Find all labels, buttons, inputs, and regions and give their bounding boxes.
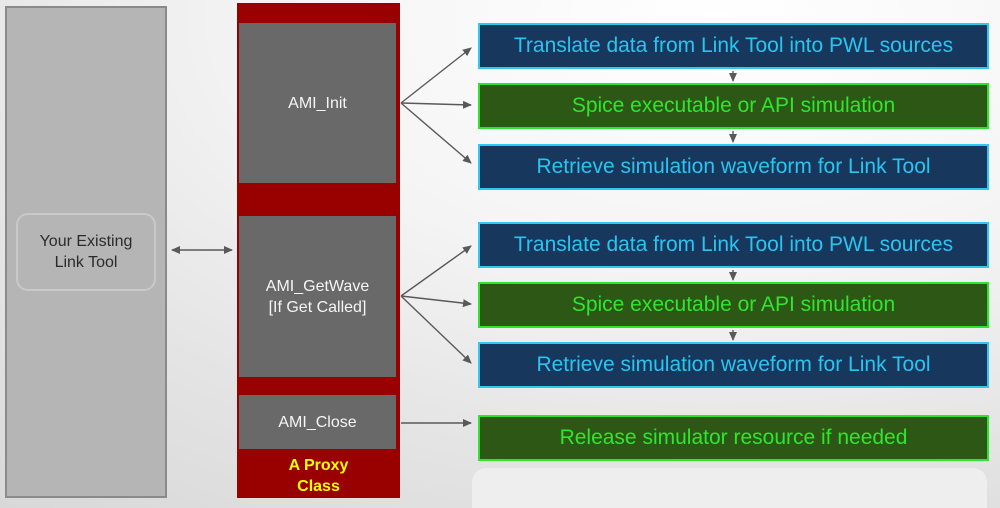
flow-box-release-label: Release simulator resource if needed [559,426,908,449]
flow-box-retrieve-2-label: Retrieve simulation waveform for Link To… [536,353,931,376]
flow-box-translate-2-label: Translate data from Link Tool into PWL s… [513,233,954,256]
proxy-class-caption: A Proxy Class [237,455,400,497]
flow-box-translate-1: Translate data from Link Tool into PWL s… [478,23,989,69]
link-tool-box: Your Existing Link Tool [5,6,167,498]
flow-box-translate-1-label: Translate data from Link Tool into PWL s… [513,34,954,57]
flow-box-spice-2-label: Spice executable or API simulation [571,293,896,316]
arrow-getwave-to-spice [400,295,472,308]
flow-box-retrieve-2: Retrieve simulation waveform for Link To… [478,342,989,388]
arrow-getwave-to-translate [400,245,472,297]
link-tool-label-frame: Your Existing Link Tool [16,213,156,291]
proxy-class-column: AMI_Init AMI_GetWave [If Get Called] AMI… [237,3,400,498]
content-placeholder-plate [472,468,987,508]
module-ami-close: AMI_Close [239,395,396,449]
proxy-caption-line1: A Proxy [288,457,349,474]
flow-box-spice-1-label: Spice executable or API simulation [571,94,896,117]
link-tool-label-line1: Your Existing [39,233,133,250]
ami-getwave-sublabel: [If Get Called] [268,298,367,316]
flow-box-release: Release simulator resource if needed [478,415,989,461]
proxy-caption-line2: Class [297,478,340,495]
ami-close-label: AMI_Close [278,413,357,431]
flow-box-retrieve-1: Retrieve simulation waveform for Link To… [478,144,989,190]
flow-box-spice-1: Spice executable or API simulation [478,83,989,129]
arrow-getwave-to-retrieve [400,295,472,364]
ami-init-label: AMI_Init [288,94,347,112]
flow-box-translate-2: Translate data from Link Tool into PWL s… [478,222,989,268]
flow-box-spice-2: Spice executable or API simulation [478,282,989,328]
link-tool-label-line2: Link Tool [54,254,118,271]
module-ami-getwave: AMI_GetWave [If Get Called] [239,216,396,377]
flow-box-retrieve-1-label: Retrieve simulation waveform for Link To… [536,155,931,178]
ami-getwave-label: AMI_GetWave [265,277,370,295]
arrow-init-to-retrieve [400,102,472,164]
arrow-init-to-translate [400,47,472,104]
arrow-init-to-spice [400,100,472,109]
module-ami-init: AMI_Init [239,23,396,183]
